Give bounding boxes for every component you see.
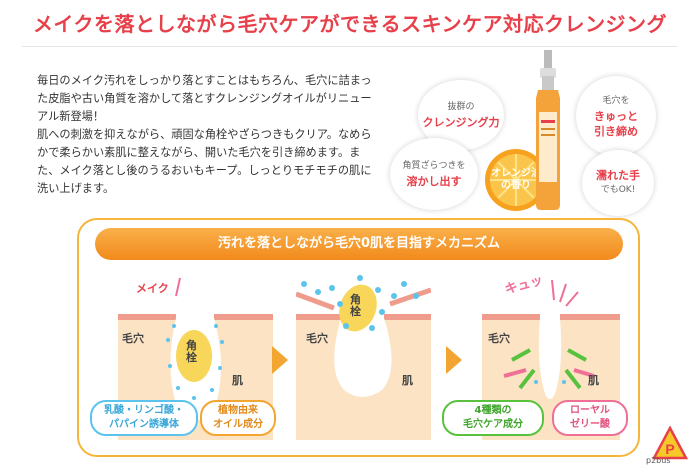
orange-scent-line-1: オレンジ油 bbox=[491, 168, 541, 179]
feature-dissolve: 角質ざらつきを 溶かし出す bbox=[390, 138, 478, 210]
orange-scent-badge: オレンジ油 の香り bbox=[484, 148, 548, 212]
stage-1-ingredient-tag-2: 植物由来 オイル成分 bbox=[200, 400, 276, 436]
tag-1-line-2: パパイン誘導体 bbox=[109, 419, 179, 430]
tag-3-line-1: 4種類の bbox=[474, 405, 512, 416]
tag-2-line-1: 植物由来 bbox=[218, 405, 258, 416]
feature-wet-hands: 濡れた手 でもOK! bbox=[582, 150, 654, 216]
tag-3-line-2: 毛穴ケア成分 bbox=[463, 419, 523, 430]
title-divider bbox=[22, 46, 677, 47]
stage-2-pore-label: 毛穴 bbox=[306, 332, 328, 345]
description-paragraph-2: 肌への刺激を抑えながら、頑固な角栓やざらつきもクリア。なめらかで柔らかい素肌に整… bbox=[37, 128, 372, 195]
feature-pore-tightening: 毛穴を きゅっと 引き締め bbox=[576, 76, 656, 156]
stage-3-ingredient-tag-1: 4種類の 毛穴ケア成分 bbox=[442, 400, 544, 436]
stage-1-plug-label: 角栓 bbox=[186, 339, 197, 364]
stage-1-pore-label: 毛穴 bbox=[122, 332, 144, 345]
stage-3-pore-label: 毛穴 bbox=[488, 332, 510, 345]
logo-text: p2bus bbox=[646, 456, 671, 465]
feature-dissolve-small: 角質ざらつきを bbox=[402, 161, 466, 171]
p2bus-logo: P bbox=[652, 425, 688, 460]
stage-1-makeup-label: メイク bbox=[136, 282, 169, 295]
tag-2-line-2: オイル成分 bbox=[213, 419, 263, 430]
stage-2-diagram bbox=[296, 275, 431, 440]
page-title: メイクを落としながら毛穴ケアができるスキンケア対応クレンジング bbox=[32, 12, 668, 36]
step-arrow-2 bbox=[446, 346, 462, 374]
tag-4-line-1: ローヤル bbox=[570, 405, 610, 416]
stage-3-ingredient-tag-2: ローヤル ゼリー酸 bbox=[552, 400, 628, 436]
stage-1-skin-label: 肌 bbox=[232, 374, 243, 387]
feature-pore-big-1: きゅっと bbox=[594, 109, 638, 123]
feature-cleansing-small: 抜群の bbox=[447, 102, 475, 112]
logo-letter: P bbox=[665, 441, 674, 457]
stage-2-skin-label: 肌 bbox=[402, 374, 413, 387]
stage-3-skin-label: 肌 bbox=[588, 374, 599, 387]
feature-wet-big: 濡れた手 bbox=[596, 169, 640, 182]
feature-cleansing-big: クレンジング力 bbox=[422, 116, 500, 129]
orange-scent-line-2: の香り bbox=[501, 180, 531, 191]
stage-1-ingredient-tag-1: 乳酸・リンゴ酸・ パパイン誘導体 bbox=[90, 400, 198, 436]
step-arrow-1 bbox=[272, 346, 288, 374]
feature-wet-small: でもOK! bbox=[600, 185, 636, 195]
mechanism-banner: 汚れを落としながら毛穴0肌を目指すメカニズム bbox=[95, 228, 623, 260]
feature-pore-small: 毛穴を bbox=[602, 95, 630, 106]
orange-slice-icon bbox=[485, 149, 547, 211]
feature-pore-big-2: 引き締め bbox=[594, 124, 638, 138]
stage-2-plug-label: 角栓 bbox=[350, 293, 361, 318]
product-description: 毎日のメイク汚れをしっかり落とすことはもちろん、毛穴に詰まった皮脂や古い角質を溶… bbox=[37, 72, 377, 198]
tag-1-line-1: 乳酸・リンゴ酸・ bbox=[104, 405, 184, 416]
cleansing-oil-bottle bbox=[536, 50, 560, 210]
feature-dissolve-big: 溶かし出す bbox=[406, 175, 462, 188]
description-paragraph-1: 毎日のメイク汚れをしっかり落とすことはもちろん、毛穴に詰まった皮脂や古い角質を溶… bbox=[37, 74, 372, 123]
tag-4-line-2: ゼリー酸 bbox=[570, 419, 610, 430]
